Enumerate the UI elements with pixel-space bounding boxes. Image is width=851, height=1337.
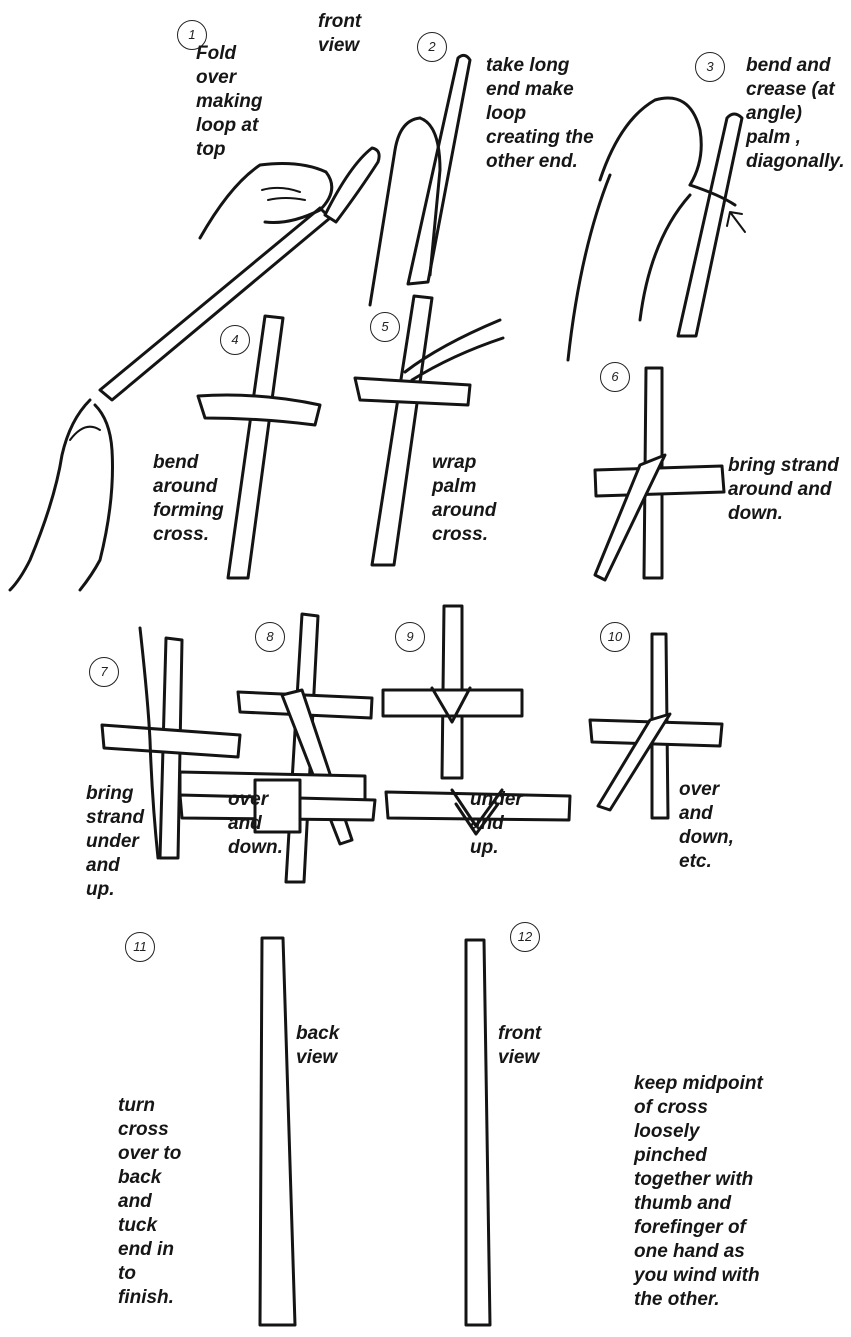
step-2-illustration [370, 55, 470, 305]
step-7-number: 7 [89, 657, 119, 687]
step-6-illustration [595, 368, 724, 580]
step-11-number: 11 [125, 932, 155, 962]
step-3-illustration [568, 98, 745, 360]
step-5-number: 5 [370, 312, 400, 342]
step-12-illustration [386, 790, 570, 1325]
step-8-number: 8 [255, 622, 285, 652]
step-3-number: 3 [695, 52, 725, 82]
step-12-number: 12 [510, 922, 540, 952]
step-2-number: 2 [417, 32, 447, 62]
step-10-number: 10 [600, 622, 630, 652]
step-4-number: 4 [220, 325, 250, 355]
step-6-number: 6 [600, 362, 630, 392]
step-9-number: 9 [395, 622, 425, 652]
